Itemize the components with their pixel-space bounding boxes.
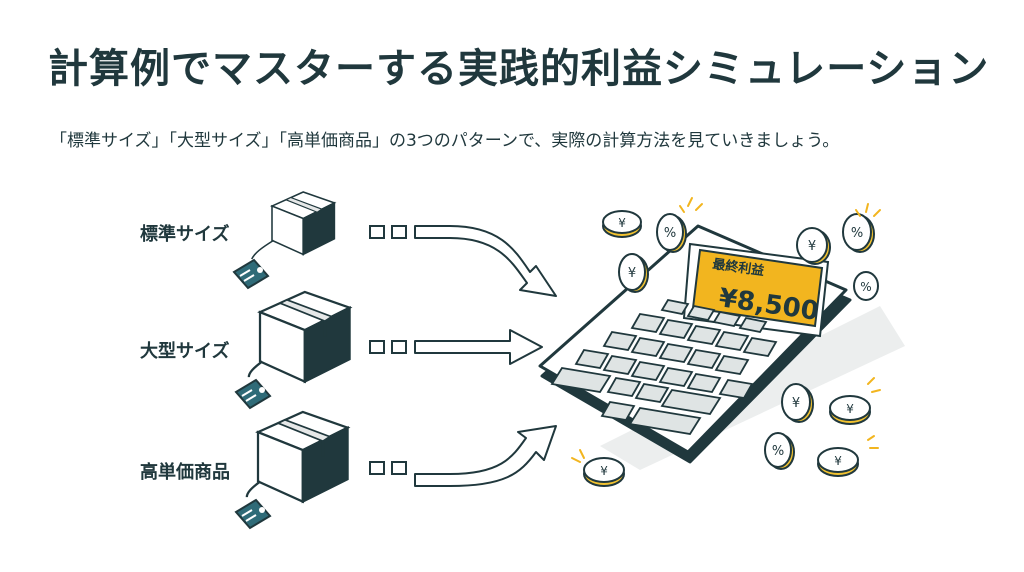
- coin-icon-4: ¥: [796, 227, 831, 265]
- coin-icon-2: %: [656, 213, 687, 253]
- coin-yen-symbol-1: ¥: [618, 216, 626, 230]
- coin-yen-symbol-6: ¥: [834, 454, 842, 468]
- arrow-to-calculator-2: [414, 329, 543, 365]
- large-box-with-tag-icon: [247, 290, 351, 383]
- coin-icon-7: ¥: [781, 383, 814, 423]
- coin-icon-3: ¥: [618, 253, 649, 293]
- coin-yen-symbol-5: ¥: [846, 402, 854, 416]
- small-box-with-tag-icon: [251, 191, 336, 260]
- coin-yen-symbol-3: ¥: [808, 239, 816, 254]
- calculator-display: [691, 248, 824, 328]
- price-tag-icon-2: [235, 379, 271, 409]
- input-squares-2: [369, 340, 407, 354]
- input-squares-3: [369, 461, 407, 475]
- price-tag-icon-1: [233, 259, 269, 289]
- input-squares-1: [369, 225, 407, 239]
- coin-icon-1: ¥: [602, 210, 642, 238]
- pattern-label-standard: 標準サイズ: [140, 224, 230, 245]
- coin-yen-symbol-2: ¥: [628, 266, 636, 281]
- coin-percent-symbol-2: %: [851, 226, 863, 241]
- coin-yen-symbol-4: ¥: [792, 396, 800, 411]
- arrow-to-calculator-3: [414, 425, 557, 487]
- coin-icon-6: %: [853, 271, 879, 301]
- pattern-label-large: 大型サイズ: [140, 341, 230, 362]
- sparkle-icon-group: [571, 197, 881, 463]
- page-title: 計算例でマスターする実践的利益シミュレーション: [48, 46, 990, 92]
- coin-percent-symbol-3: %: [860, 280, 871, 294]
- box-with-tag-icon: [245, 410, 349, 503]
- pattern-label-high-price: 高単価商品: [140, 462, 230, 483]
- page-subtitle: 「標準サイズ」「大型サイズ」「高単価商品」の3つのパターンで、実際の計算方法を見…: [50, 131, 840, 151]
- arrow-to-calculator-1: [414, 225, 557, 297]
- calculator-icon: 最終利益 ¥8,500: [538, 224, 852, 464]
- coin-icon-5: %: [842, 213, 875, 253]
- coin-icon-8: ¥: [829, 395, 871, 425]
- display-label: 最終利益: [711, 256, 765, 279]
- coin-icon-9: %: [764, 432, 795, 470]
- coin-percent-symbol-4: %: [772, 444, 784, 459]
- coin-yen-symbol-7: ¥: [600, 464, 608, 478]
- price-tag-icon-3: [235, 499, 271, 529]
- coin-icon-11: ¥: [583, 457, 625, 487]
- calculator-keys: [550, 298, 778, 435]
- coin-icon-10: ¥: [817, 447, 859, 477]
- coin-percent-symbol-1: %: [664, 226, 676, 241]
